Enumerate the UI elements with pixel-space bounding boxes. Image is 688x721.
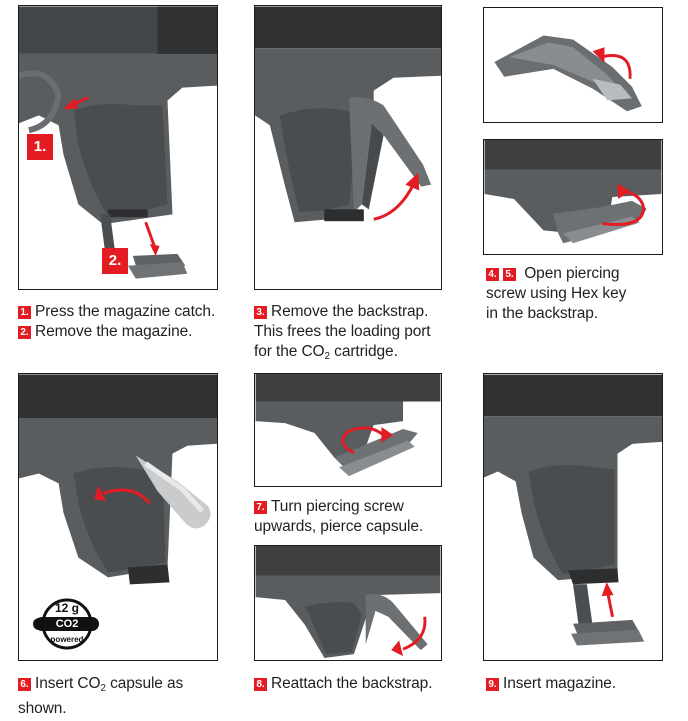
step-7-line-2: upwards, pierce capsule. <box>254 518 424 535</box>
co2-logo-powered: powered <box>50 635 84 644</box>
caption-step-9: 9. Insert magazine. <box>486 674 676 694</box>
step-6-badge: 6. <box>18 678 31 691</box>
step-4-5-line-3: in the backstrap. <box>486 305 599 322</box>
panel-step-7 <box>254 373 442 487</box>
step-4-badge: 4. <box>486 268 499 281</box>
step-4-5-line-2: screw using Hex key <box>486 285 627 302</box>
panel-step-5 <box>483 139 663 255</box>
step-5-badge: 5. <box>503 268 516 281</box>
turn-piercing-screw-illustration <box>255 374 441 477</box>
step-1-badge: 1. <box>18 306 31 319</box>
step-6-line-2: shown. <box>18 700 67 717</box>
open-piercing-screw-illustration <box>484 140 662 244</box>
caption-step-3: 3. Remove the backstrap. This frees the l… <box>254 302 454 367</box>
step-2-text: Remove the magazine. <box>35 323 193 340</box>
step-6-line-1-pre: Insert CO <box>35 675 101 692</box>
panel-step-1-2: 1. 2. <box>18 5 218 290</box>
step-3-line-2: This frees the loading port <box>254 323 431 340</box>
panel-step-6: 12 g CO2 powered <box>18 373 218 661</box>
step-7-badge: 7. <box>254 501 267 514</box>
reattach-backstrap-illustration <box>255 546 441 659</box>
panel-step-4-top <box>483 7 663 123</box>
step-9-text: Insert magazine. <box>503 675 616 692</box>
panel-step-3 <box>254 5 442 290</box>
insert-magazine-illustration <box>484 374 662 646</box>
step-8-text: Reattach the backstrap. <box>271 675 433 692</box>
caption-step-8: 8. Reattach the backstrap. <box>254 674 454 694</box>
step-3-line-3-pre: for the CO <box>254 343 325 360</box>
step-3-line-1: Remove the backstrap. <box>271 303 429 320</box>
step-1-text: Press the magazine catch. <box>35 303 216 320</box>
step-3-line-3-sub: 2 <box>324 351 331 362</box>
step-3-line-3-post: cartridge. <box>329 343 398 360</box>
caption-step-6: 6. Insert CO2 capsule as shown. <box>18 674 238 719</box>
step-6-line-1-sub: 2 <box>100 683 106 694</box>
step-3-badge: 3. <box>254 306 267 319</box>
caption-step-1: 1. Press the magazine catch. <box>18 302 248 322</box>
co2-logo-weight: 12 g <box>54 601 79 615</box>
backstrap-piercing-screw-illustration <box>494 35 642 112</box>
caption-steps-4-5: 4. 5. Open piercing screw using Hex key i… <box>486 264 676 324</box>
step-4-5-line-1: Open piercing <box>524 265 620 282</box>
insert-co2-capsule-illustration <box>19 374 217 585</box>
step-6-line-1-post: capsule as <box>105 675 184 692</box>
panel-step-9 <box>483 373 663 661</box>
co2-12g-powered-logo: 12 g CO2 powered <box>31 596 103 652</box>
caption-step-2: 2. Remove the magazine. <box>18 322 248 342</box>
panel-step-8 <box>254 545 442 661</box>
step-8-badge: 8. <box>254 678 267 691</box>
caption-steps-1-2: 1. Press the magazine catch. 2. Remove the… <box>18 302 248 342</box>
step-7-line-1: Turn piercing screw <box>271 498 404 515</box>
backstrap-removal-illustration <box>255 6 441 223</box>
image-label-1: 1. <box>27 134 53 160</box>
step-9-badge: 9. <box>486 678 499 691</box>
caption-step-7: 7. Turn piercing screw upwards, pierce ca… <box>254 497 454 537</box>
image-label-2: 2. <box>102 248 128 274</box>
co2-logo-gas: CO2 <box>55 618 79 630</box>
step-2-badge: 2. <box>18 326 31 339</box>
